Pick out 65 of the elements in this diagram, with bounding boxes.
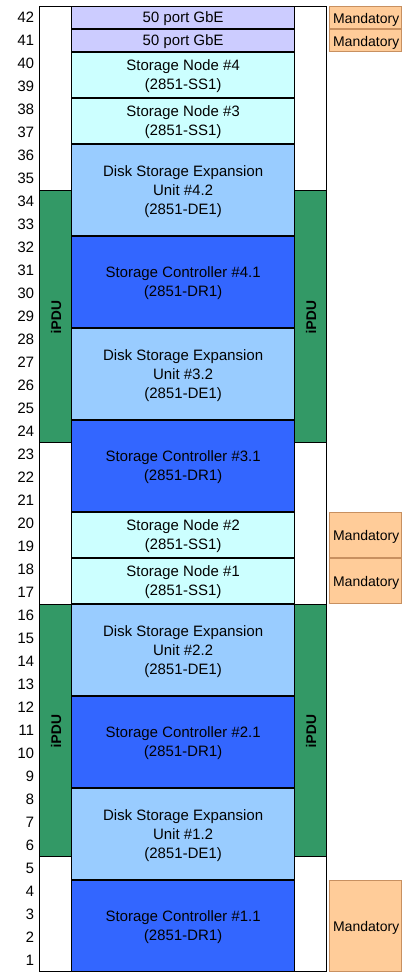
unit-number: 42 <box>16 8 34 28</box>
unit-number: 32 <box>16 238 34 258</box>
device-box: Disk Storage Expansion Unit #3.2 (2851-DE1) <box>71 328 295 420</box>
mandatory-tag: Mandatory <box>329 512 402 558</box>
device-box: 50 port GbE <box>71 29 295 52</box>
unit-number: 39 <box>16 77 34 97</box>
device-box: Storage Node #2 (2851-SS1) <box>71 512 295 558</box>
unit-number: 25 <box>16 399 34 419</box>
unit-number: 21 <box>16 491 34 511</box>
unit-number: 11 <box>17 721 34 741</box>
unit-number: 34 <box>16 192 34 212</box>
unit-number: 4 <box>24 882 34 902</box>
unit-number: 1 <box>24 951 34 971</box>
unit-number: 16 <box>16 606 34 626</box>
unit-number: 9 <box>24 767 34 787</box>
unit-number: 23 <box>16 445 34 465</box>
unit-number: 35 <box>16 169 34 189</box>
device-box: Storage Node #4 (2851-SS1) <box>71 52 295 98</box>
unit-number: 24 <box>16 422 34 442</box>
unit-number: 6 <box>24 836 34 856</box>
device-box: Storage Controller #3.1 (2851-DR1) <box>71 420 295 512</box>
unit-number: 18 <box>16 560 34 580</box>
device-box: Disk Storage Expansion Unit #1.2 (2851-DE1) <box>71 788 295 880</box>
unit-number: 28 <box>16 330 34 350</box>
unit-number: 31 <box>16 261 34 281</box>
mandatory-tag: Mandatory <box>329 6 402 29</box>
unit-number: 7 <box>24 813 34 833</box>
unit-number: 8 <box>24 790 34 810</box>
device-box: Disk Storage Expansion Unit #4.2 (2851-DE1) <box>71 144 295 236</box>
unit-number: 33 <box>16 215 34 235</box>
unit-number: 40 <box>16 54 34 74</box>
unit-number: 41 <box>16 31 34 51</box>
pdu-strip: iPDU <box>294 190 327 443</box>
unit-number: 12 <box>16 698 34 718</box>
device-box: Storage Controller #4.1 (2851-DR1) <box>71 236 295 328</box>
unit-number: 5 <box>24 859 34 879</box>
unit-number: 13 <box>16 675 34 695</box>
pdu-strip: iPDU <box>39 190 72 443</box>
unit-number: 10 <box>16 744 34 764</box>
pdu-strip: iPDU <box>294 604 327 857</box>
mandatory-tag: Mandatory <box>329 29 402 52</box>
device-box: Storage Node #3 (2851-SS1) <box>71 98 295 144</box>
unit-number: 20 <box>16 514 34 534</box>
unit-number: 36 <box>16 146 34 166</box>
mandatory-tag: Mandatory <box>329 558 402 604</box>
unit-number: 29 <box>16 307 34 327</box>
unit-number: 27 <box>16 353 34 373</box>
unit-number: 3 <box>24 905 34 925</box>
unit-number: 22 <box>16 468 34 488</box>
unit-number: 37 <box>16 123 34 143</box>
device-box: Storage Node #1 (2851-SS1) <box>71 558 295 604</box>
device-box: 50 port GbE <box>71 6 295 29</box>
unit-number: 15 <box>16 629 34 649</box>
mandatory-tag: Mandatory <box>329 880 402 972</box>
unit-number: 38 <box>16 100 34 120</box>
unit-number: 2 <box>24 928 34 948</box>
device-box: Storage Controller #2.1 (2851-DR1) <box>71 696 295 788</box>
unit-number: 17 <box>16 583 34 603</box>
unit-number: 14 <box>16 652 34 672</box>
unit-number: 30 <box>16 284 34 304</box>
device-box: Disk Storage Expansion Unit #2.2 (2851-DE1) <box>71 604 295 696</box>
device-box: Storage Controller #1.1 (2851-DR1) <box>71 880 295 972</box>
unit-number: 26 <box>16 376 34 396</box>
unit-number: 19 <box>16 537 34 557</box>
pdu-strip: iPDU <box>39 604 72 857</box>
